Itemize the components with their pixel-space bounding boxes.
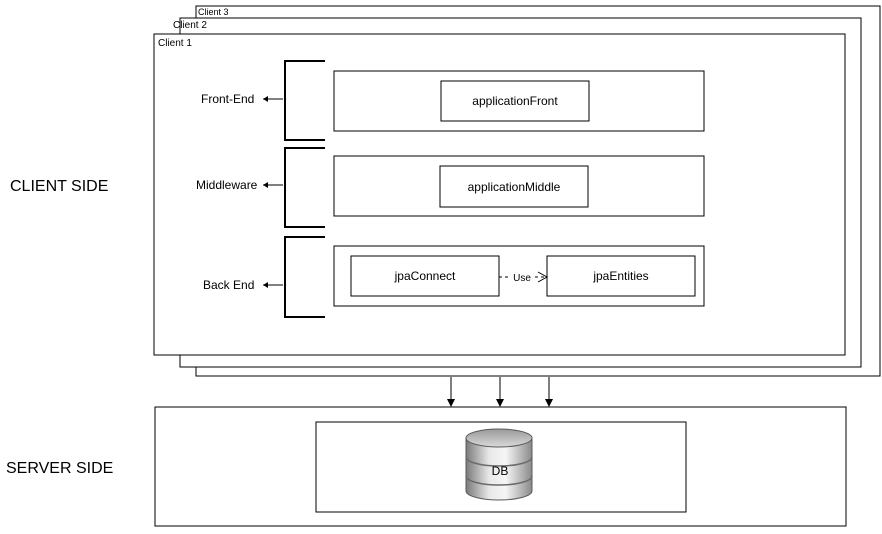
middleware-arrowhead (263, 182, 268, 188)
application-middle-label: applicationMiddle (468, 180, 561, 194)
use-label: Use (513, 273, 531, 284)
jpa-entities-label: jpaEntities (592, 269, 648, 283)
client-3-label: Client 3 (198, 7, 229, 17)
database-icon[interactable] (465, 428, 533, 501)
front-end-label: Front-End (201, 92, 254, 106)
client-to-server-arrowhead-3 (545, 399, 553, 407)
client-to-server-arrowhead-2 (496, 399, 504, 407)
middleware-bracket (284, 147, 325, 228)
back-end-label: Back End (203, 278, 254, 292)
middleware-label: Middleware (196, 178, 258, 192)
server-side-label: SERVER SIDE (6, 460, 113, 477)
client-to-server-arrowhead-1 (447, 399, 455, 407)
client-side-label: CLIENT SIDE (10, 178, 108, 195)
client-2-label: Client 2 (173, 20, 207, 31)
front-end-arrowhead (263, 96, 268, 102)
jpa-connect-box[interactable] (350, 255, 500, 297)
back-end-arrowhead (263, 282, 268, 288)
front-end-bracket (284, 60, 325, 141)
jpa-connect-label: jpaConnect (394, 269, 456, 283)
database-label: DB (492, 464, 509, 478)
jpa-entities-box[interactable] (546, 255, 696, 297)
application-front-box[interactable] (440, 80, 590, 122)
application-front-label: applicationFront (472, 94, 558, 108)
client-1-label: Client 1 (158, 38, 192, 49)
back-end-bracket (284, 236, 325, 318)
application-middle-box[interactable] (439, 165, 589, 208)
use-label-bg (511, 270, 533, 284)
